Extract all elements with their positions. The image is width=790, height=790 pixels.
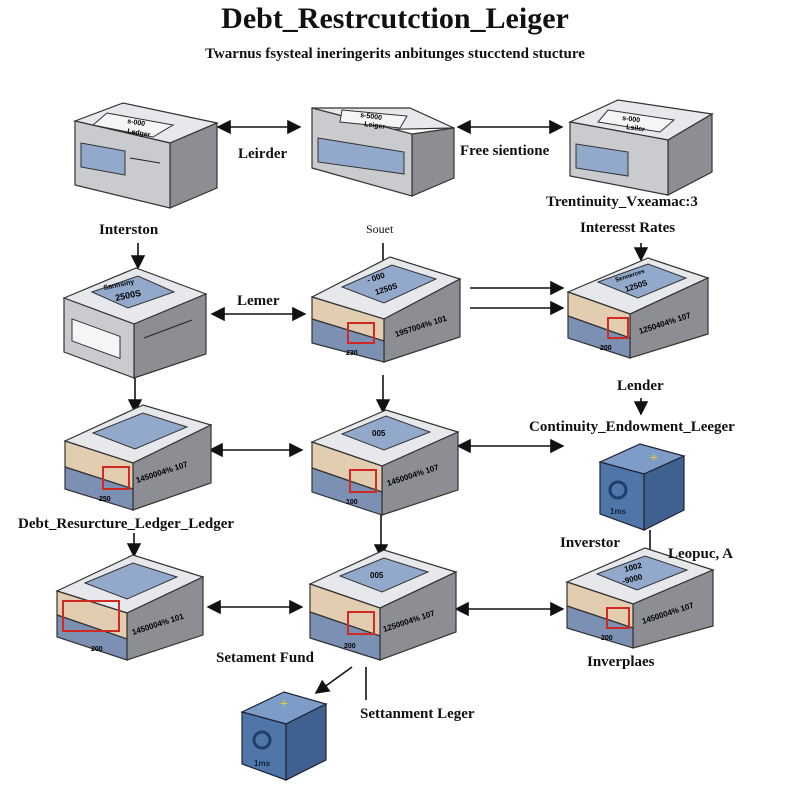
ledger-server-box-6: Sennerces 1250S 1250404% 107 200 — [566, 257, 713, 359]
label-setament-fund: Setament Fund — [216, 650, 314, 666]
label-leirder: Leirder — [238, 146, 288, 162]
screen-top-text: s-000 — [622, 115, 641, 124]
cube-text: 1ms — [254, 759, 271, 768]
screen-top-text: s-000 — [127, 118, 146, 128]
label-trentinuity: Trentinuity_Vxeamac:3 — [546, 194, 698, 210]
ledger-server-box-5: - 000 1250S 1957004% 101 230 — [310, 256, 462, 363]
screen-top-text: 005 — [370, 571, 384, 580]
screen-top-text: 005 — [372, 429, 386, 438]
corner-text: 230 — [346, 350, 358, 357]
ledger-server-box-8: 005 1450004% 107 100 — [310, 409, 462, 516]
ledger-server-box-1: s-000 Ledger — [72, 102, 220, 209]
ledger-server-box-9: 1450004% 101 200 — [55, 554, 207, 661]
label-lemer: Lemer — [237, 293, 280, 309]
label-continuity-endowment: Continuity_Endowment_Leeger — [529, 419, 735, 435]
label-souet: Souet — [366, 222, 394, 236]
label-interston: Interston — [99, 222, 159, 238]
screen-top-text: s-5000 — [360, 112, 383, 122]
diagram-subtitle: Twarnus fsysteal ineringerits anbitunges… — [205, 46, 585, 62]
ledger-server-box-11: 1002 -9000 1450004% 107 200 — [565, 547, 717, 649]
label-free-sientione: Free sientione — [460, 143, 550, 159]
gear-icon — [608, 480, 628, 500]
ledger-server-box-10: 005 1250004% 107 200 — [308, 549, 460, 661]
label-leopuc: Leopuc, A — [668, 546, 734, 562]
blue-fund-cube-1: + 1ms — [598, 440, 688, 531]
diagram-title: Debt_Restrcutction_Leiger — [221, 2, 569, 35]
corner-text: 200 — [91, 646, 103, 653]
gear-icon — [252, 730, 272, 750]
corner-text: 250 — [99, 496, 111, 503]
cube-text: 1ms — [610, 507, 627, 516]
screen-bottom-text: Leiger — [364, 121, 386, 131]
label-interesst-rates: Interesst Rates — [580, 220, 676, 236]
screen-bottom-text: Lsiler — [626, 124, 646, 134]
label-inverplaes: Inverplaes — [587, 654, 655, 670]
label-settanment-leger: Settanment Leger — [360, 706, 475, 722]
screen-top-text: 1002 — [623, 561, 643, 574]
corner-text: 200 — [600, 345, 612, 352]
ledger-server-box-2: s-5000 Leiger — [311, 107, 457, 198]
corner-text: 200 — [601, 635, 613, 642]
arrow-to-blue2 — [314, 666, 353, 694]
screen-bottom-text: Ledger — [127, 128, 151, 139]
plus-icon: + — [650, 451, 658, 466]
plus-icon: + — [280, 697, 288, 712]
ledger-server-box-3: s-000 Lsiler — [568, 99, 715, 196]
corner-text: 200 — [344, 643, 356, 650]
ledger-server-box-4: Sannsiny 2500S — [62, 267, 209, 379]
ledger-server-box-7: 1450004% 107 250 — [63, 404, 215, 511]
label-debt-resurcture: Debt_Resurcture_Ledger_Ledger — [18, 516, 235, 532]
label-lender: Lender — [617, 378, 664, 394]
corner-text: 100 — [346, 499, 358, 506]
label-inverstor: Inverstor — [560, 535, 620, 551]
blue-fund-cube-2: + 1ms — [240, 688, 330, 781]
